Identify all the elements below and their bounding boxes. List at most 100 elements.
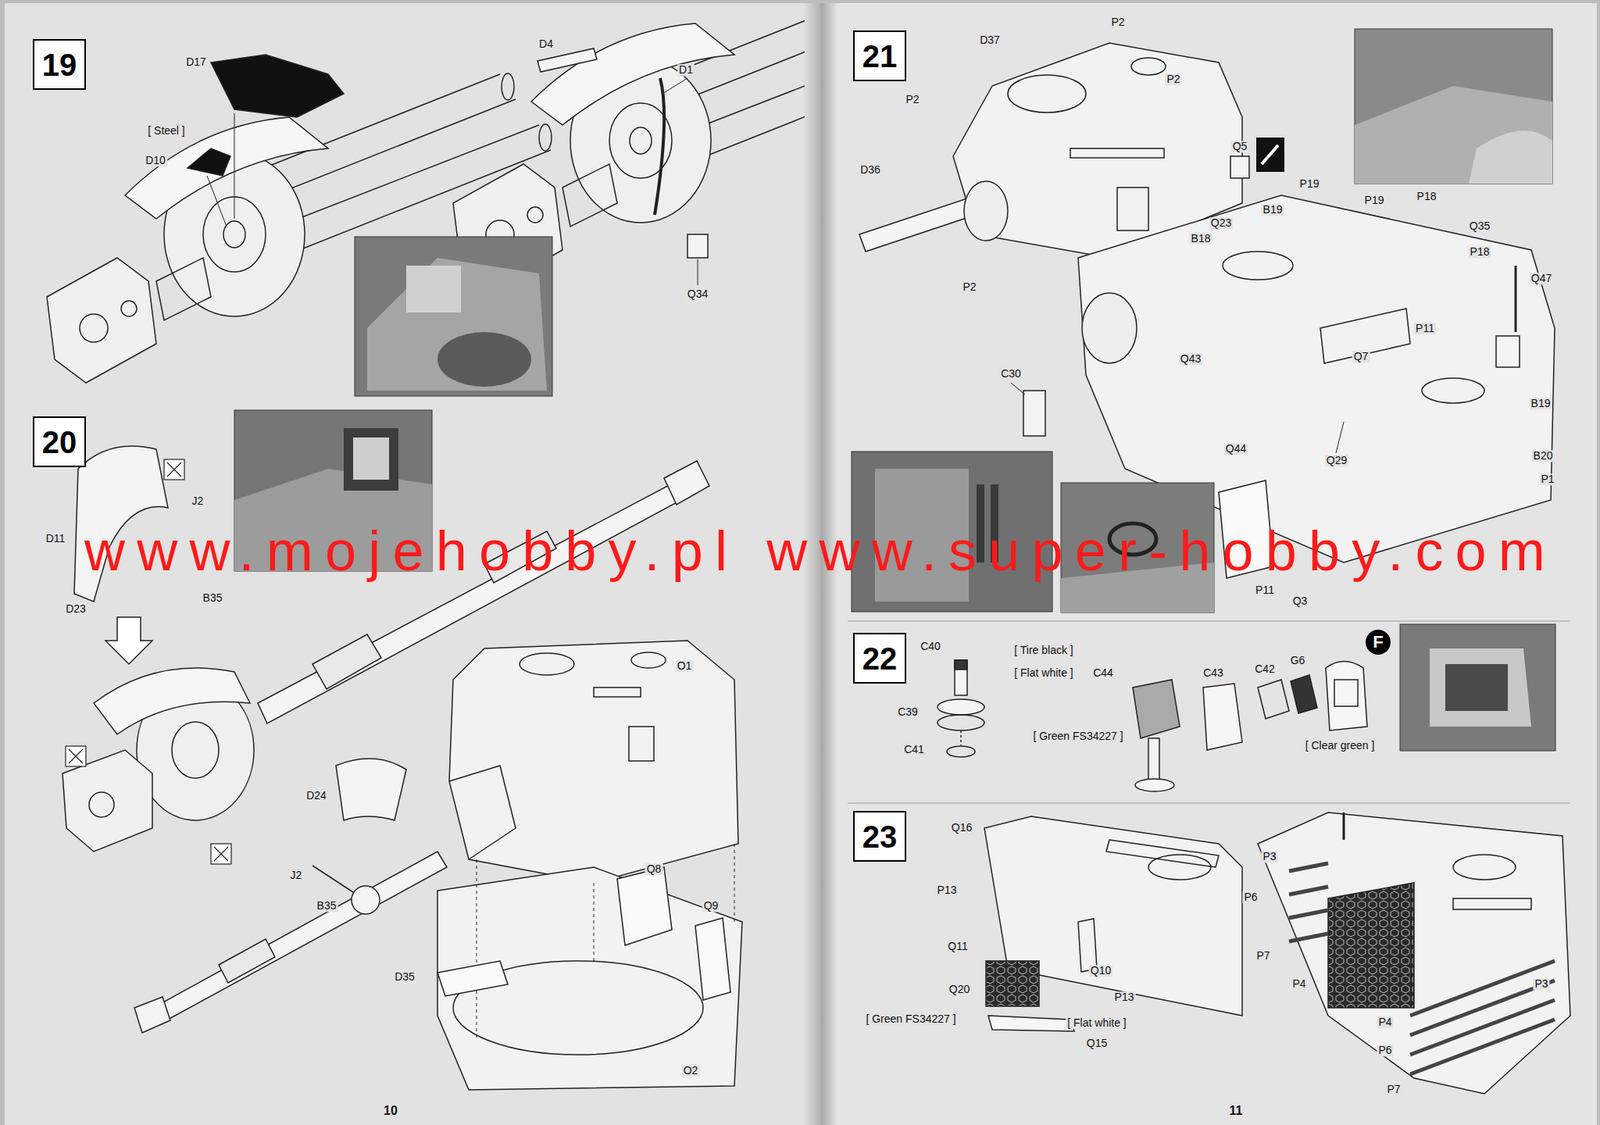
step22-drawing <box>1132 679 1180 739</box>
cut-icon <box>68 749 83 764</box>
alignment-icon <box>1261 145 1279 165</box>
part-callout: P19 <box>1363 194 1386 207</box>
step21-drawing <box>1496 335 1520 368</box>
part-callout: P18 <box>1415 190 1439 203</box>
step23-drawing <box>1106 839 1219 868</box>
part-callout: C42 <box>1253 663 1277 675</box>
step23-drawing <box>984 816 1243 1016</box>
reference-photo <box>353 437 390 480</box>
step22-drawing <box>960 730 962 746</box>
part-callout: P4 <box>1376 1016 1393 1029</box>
part-callout: P2 <box>960 281 978 293</box>
reference-photo <box>343 428 399 491</box>
step20-drawing <box>664 460 710 505</box>
step23-drawing <box>1328 882 1415 1008</box>
step20-drawing <box>476 843 735 1040</box>
step-divider <box>847 621 1571 622</box>
part-callout: P3 <box>1532 978 1550 990</box>
part-callout: B35 <box>315 900 339 912</box>
reference-photo <box>1445 664 1508 711</box>
step20-drawing <box>171 721 219 779</box>
cut-icon <box>65 459 232 865</box>
step20-drawing <box>160 851 447 1020</box>
step21-drawing <box>1117 187 1149 231</box>
step20-drawing <box>437 960 508 997</box>
part-callout: [ Steel ] <box>146 125 186 137</box>
page-number: 11 <box>1229 1104 1243 1118</box>
part-callout: Q10 <box>1089 964 1113 977</box>
step20-drawing <box>134 996 171 1033</box>
step22-drawing <box>937 714 985 731</box>
step22-drawing <box>1334 679 1358 707</box>
step19-drawing <box>687 234 708 258</box>
part-callout: P6 <box>1242 891 1259 904</box>
step22-drawing <box>1135 778 1175 792</box>
step20-drawing <box>218 939 275 983</box>
step20-drawing <box>734 843 736 922</box>
part-callout: Q9 <box>702 900 721 912</box>
step22-drawing <box>937 660 1368 792</box>
part-callout: [ Tire black ] <box>1012 644 1075 657</box>
step21-drawing <box>1023 390 1046 436</box>
step22-drawing <box>1203 683 1243 750</box>
part-callout: Q20 <box>947 983 972 996</box>
step23-drawing <box>1342 812 1346 840</box>
paint-reference-badge: F <box>1365 629 1391 655</box>
step-number: 20 <box>32 416 86 468</box>
step23-drawing <box>1289 863 1329 942</box>
part-callout: Q7 <box>1352 350 1371 363</box>
part-callout: C41 <box>902 743 926 756</box>
reference-photo <box>437 332 532 387</box>
reference-photo <box>354 236 553 397</box>
part-callout: Q3 <box>1291 595 1310 608</box>
step21-drawing <box>1070 148 1165 158</box>
step20-drawing <box>312 634 382 690</box>
step22-drawing <box>946 746 975 758</box>
part-callout: G6 <box>1289 654 1308 667</box>
step23-drawing <box>1257 812 1571 1094</box>
part-callout: P6 <box>1376 1044 1393 1057</box>
part-callout: P2 <box>903 93 921 106</box>
part-callout: P7 <box>1385 1083 1402 1096</box>
part-callout: P2 <box>1164 73 1182 86</box>
step20-drawing <box>437 867 743 1090</box>
part-callout: Q16 <box>950 821 974 834</box>
part-callout: Q34 <box>685 288 710 300</box>
step-number: 19 <box>32 39 86 90</box>
part-callout: B19 <box>1529 397 1553 410</box>
step21-drawing <box>1010 382 1025 395</box>
step21-drawing <box>1007 75 1086 113</box>
part-callout: C30 <box>999 367 1023 380</box>
part-callout: B18 <box>1189 232 1213 245</box>
part-callout: Q47 <box>1529 272 1554 285</box>
part-callout: [ Green FS34227 ] <box>1031 730 1125 743</box>
part-callout: Q15 <box>1085 1037 1109 1050</box>
reference-photo <box>406 265 461 313</box>
step20-drawing <box>617 867 672 946</box>
step20-drawing <box>449 765 516 860</box>
step19-drawing <box>697 259 699 286</box>
reference-photo <box>1400 624 1556 751</box>
part-callout: Q43 <box>1178 353 1203 365</box>
part-callout: P3 <box>1260 850 1278 863</box>
step23-drawing <box>988 1015 1075 1032</box>
part-callout: P13 <box>935 884 959 897</box>
step21-drawing <box>1230 156 1250 179</box>
part-callout: C40 <box>918 640 943 653</box>
cut-icon <box>210 843 232 865</box>
part-callout: Q44 <box>1224 442 1248 455</box>
step21-drawing <box>1131 57 1166 75</box>
part-callout: J2 <box>289 869 304 882</box>
reference-photo <box>1354 85 1553 184</box>
part-callout: Q35 <box>1467 220 1492 233</box>
step22-drawing <box>1290 675 1318 714</box>
step-number: 22 <box>853 632 907 684</box>
step23-drawing <box>984 812 1571 1094</box>
part-callout: P11 <box>1414 322 1436 335</box>
step22-drawing <box>1257 679 1290 719</box>
step20-drawing <box>351 885 380 915</box>
part-callout: [ Flat white ] <box>1012 667 1075 679</box>
part-callout: B35 <box>201 592 225 604</box>
part-callout: D17 <box>184 56 208 68</box>
